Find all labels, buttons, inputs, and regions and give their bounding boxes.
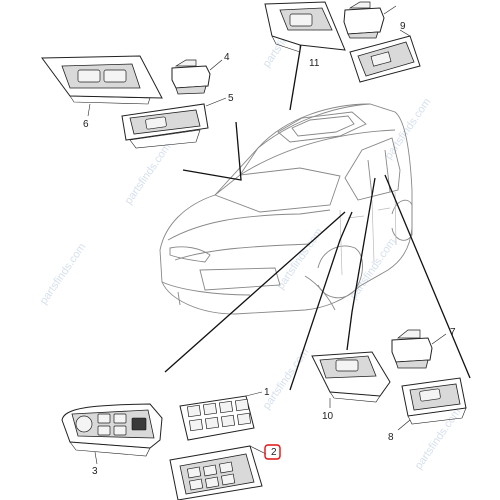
- panel-button: [145, 116, 167, 130]
- panel-base: [129, 129, 201, 149]
- callout-leader-8: [397, 419, 411, 431]
- callout-1: 1: [264, 387, 270, 398]
- window-button-2: [113, 413, 127, 424]
- panel-base: [407, 407, 467, 425]
- part-3-master-switch-panel: [61, 403, 163, 465]
- part-1-switch-module: [179, 391, 263, 441]
- part-11-switch-panel: [264, 1, 346, 53]
- part-9-switch-panel: [349, 29, 421, 83]
- panel-button: [419, 388, 441, 402]
- panel-base: [69, 95, 151, 105]
- callout-6: 6: [83, 119, 89, 130]
- switch-connector: [395, 359, 429, 369]
- module-button-2: [202, 402, 218, 416]
- module-button-4: [234, 398, 250, 412]
- sunroof: [277, 111, 367, 143]
- panel-button-left: [77, 69, 101, 83]
- lock-button: [131, 417, 147, 431]
- leader-line-right-rear: [384, 174, 471, 379]
- switch-housing: [391, 337, 433, 363]
- panel-button-4: [188, 478, 204, 491]
- callout-9: 9: [400, 21, 406, 32]
- callout-4: 4: [224, 52, 230, 63]
- panel-button-3: [218, 461, 234, 474]
- switch-button: [174, 59, 197, 67]
- part-10-switch-panel: [311, 351, 391, 408]
- callout-2: 2: [271, 447, 277, 458]
- part-8-switch-panel: [397, 377, 467, 431]
- module-button-6: [204, 416, 220, 430]
- callout-leader-7: [431, 333, 447, 345]
- part-5-switch-panel: [121, 97, 227, 149]
- module-button-7: [220, 414, 236, 428]
- module-button-5: [188, 418, 204, 432]
- car-body: [159, 103, 413, 315]
- leader-line-left-rear: [346, 177, 376, 351]
- window-button-3: [97, 425, 111, 436]
- module-button-8: [236, 412, 252, 426]
- switch-housing: [343, 7, 385, 35]
- leader-line-top-left: [182, 121, 242, 181]
- panel-button-6: [220, 473, 236, 486]
- module-button-3: [218, 400, 234, 414]
- hood: [167, 209, 331, 261]
- callout-leader-3: [94, 451, 98, 465]
- switch-connector: [347, 31, 379, 39]
- panel-button: [335, 359, 359, 372]
- callout-7: 7: [450, 327, 456, 338]
- watermark-text: partsfinds.com: [38, 241, 89, 306]
- callout-labels: 1 2 3 4 5 6 7 8 9 10 11: [83, 21, 456, 477]
- panel-button: [289, 13, 313, 27]
- callout-3: 3: [92, 466, 98, 477]
- panel-button-5: [204, 476, 220, 489]
- part-top-small-switch: [343, 1, 397, 39]
- switch-connector: [175, 85, 207, 95]
- callout-leader-2: [249, 445, 267, 455]
- callout-10: 10: [322, 411, 334, 422]
- mirror-knob: [75, 415, 93, 433]
- module-button-1: [186, 404, 202, 418]
- callout-5: 5: [228, 93, 234, 104]
- panel-base: [69, 441, 151, 457]
- panel-button-right: [103, 69, 127, 83]
- part-6-door-switch-panel: [41, 55, 163, 117]
- callout-leader-1: [245, 391, 263, 397]
- part-7-switch: [391, 329, 447, 369]
- callout-leader-5: [205, 97, 227, 107]
- panel-inner: [71, 409, 155, 439]
- car-roof: [239, 103, 396, 176]
- panel-inner: [61, 63, 141, 89]
- leader-lines: [164, 37, 471, 391]
- watermark-text: partsfinds.com: [123, 141, 174, 206]
- callout-leader-top: [383, 5, 397, 15]
- panel-button-2: [202, 464, 218, 477]
- watermark-text: partsfinds.com: [413, 406, 464, 471]
- callout-leader-9: [399, 29, 411, 37]
- watermark-text: partsfinds.com: [383, 96, 434, 161]
- leader-line-left-front: [164, 211, 346, 373]
- headlight: [169, 246, 211, 263]
- callout-8: 8: [388, 432, 394, 443]
- window-button-4: [113, 425, 127, 436]
- door-lines: [339, 191, 397, 276]
- panel-base: [271, 35, 301, 53]
- switch-button: [348, 1, 371, 9]
- part-4-switch: [171, 59, 223, 95]
- callout-11: 11: [309, 58, 320, 69]
- highlight-marker: [264, 444, 281, 460]
- switch-housing: [171, 65, 211, 89]
- switch-button: [397, 329, 421, 339]
- panel-button: [370, 51, 392, 67]
- front-wheel: [317, 245, 363, 299]
- leader-line-right-front: [289, 211, 353, 391]
- panel-button-1: [186, 466, 202, 479]
- watermark-text: partsfinds.com: [261, 346, 312, 411]
- callout-leader-4: [209, 59, 223, 71]
- callout-leader-6: [87, 103, 91, 117]
- panel-base: [329, 391, 381, 403]
- part-2-switch-panel: [169, 445, 267, 500]
- window-button-1: [97, 413, 111, 424]
- grille: [199, 267, 281, 291]
